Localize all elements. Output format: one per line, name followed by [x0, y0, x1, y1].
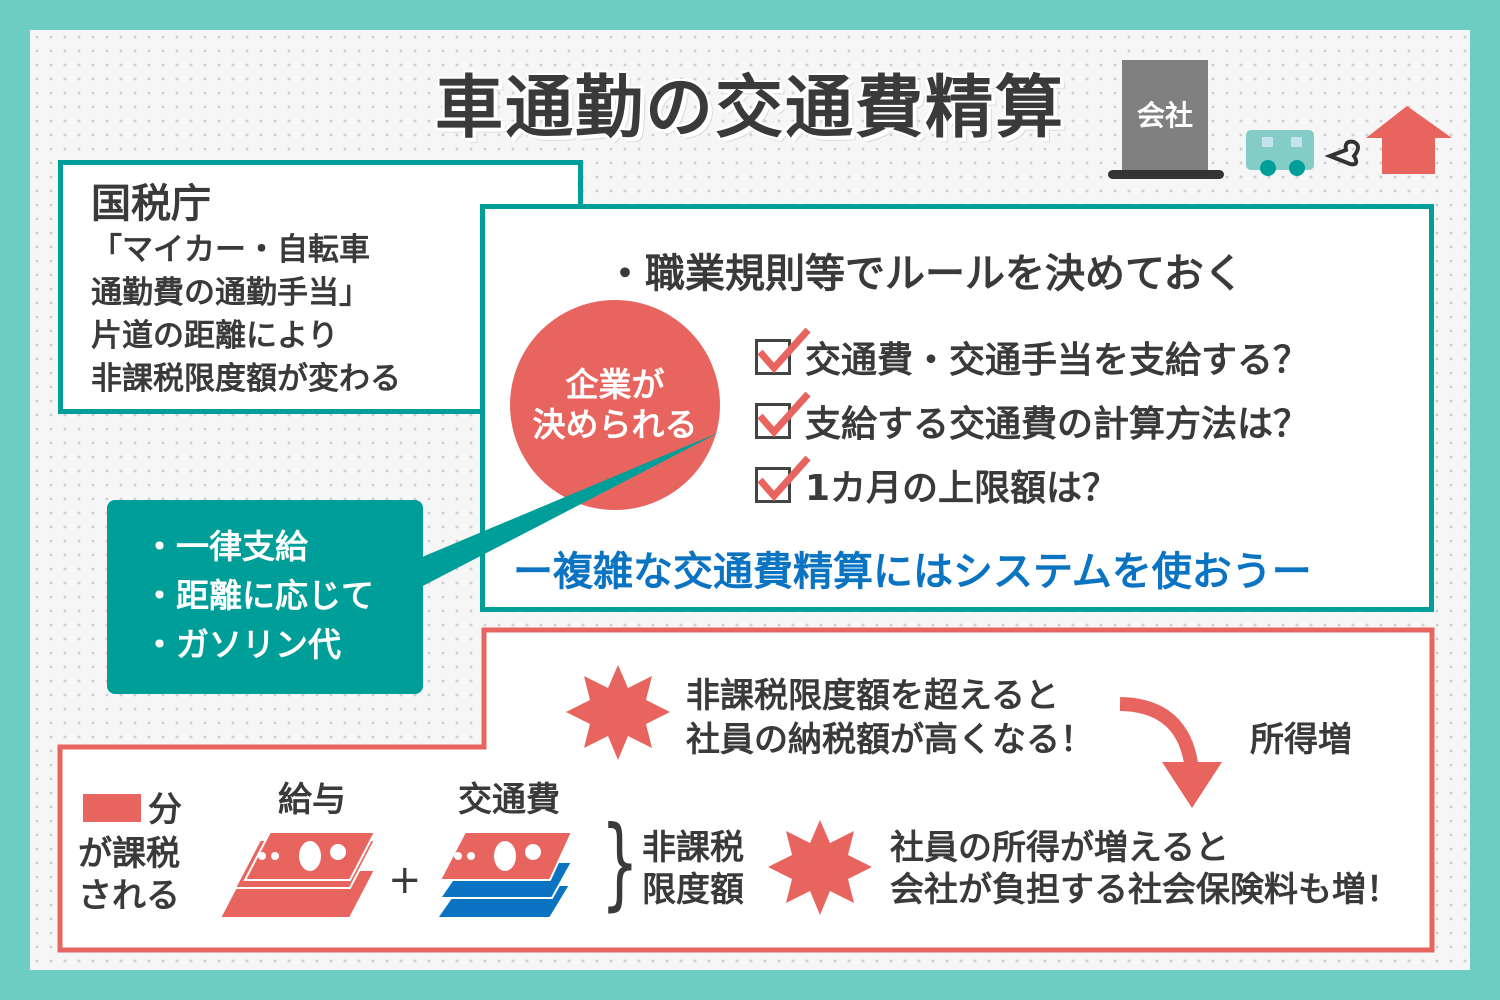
- nta-line: 「マイカー・自転車: [91, 232, 370, 268]
- car-to-home-icon: [1246, 106, 1452, 176]
- plus-sign: +: [388, 857, 422, 903]
- rules-heading: ・職業規則等でルールを決めておく: [605, 251, 1244, 297]
- legend-line: される: [78, 876, 180, 916]
- warning-burst-icon: [768, 820, 872, 915]
- checklist-item: 交通費・交通手当を支給する？: [755, 327, 1310, 383]
- brace: }: [600, 804, 639, 921]
- circle-line: 企業が: [565, 365, 665, 404]
- nta-heading: 国税庁: [91, 181, 211, 227]
- home-icon: [1366, 106, 1452, 174]
- warning1-line: 社員の納税額が高くなる！: [686, 720, 1094, 760]
- salary-label: 給与: [278, 780, 346, 820]
- company-building-icon: 会社: [1122, 60, 1208, 170]
- legend-line: が課税: [78, 834, 180, 874]
- page-title: 車通勤の交通費精算: [434, 69, 1065, 148]
- checklist-text: 1カ月の上限額は？: [805, 468, 1119, 509]
- company-decides-circle: 企業が 決められる: [510, 300, 720, 510]
- checklist-text: 交通費・交通手当を支給する？: [805, 340, 1310, 381]
- nta-line: 通勤費の通勤手当」: [91, 275, 370, 311]
- warning2-line: 社員の所得が増えると: [890, 828, 1229, 868]
- method-item: ・距離に応じて: [143, 576, 374, 615]
- checklist-text: 支給する交通費の計算方法は？: [805, 404, 1310, 445]
- commute-label: 交通費: [458, 780, 560, 820]
- nontax-line: 非課税: [642, 828, 744, 868]
- warning1-line: 非課税限度額を超えると: [686, 676, 1059, 716]
- company-label: 会社: [1136, 99, 1193, 132]
- circle-line: 決められる: [532, 405, 698, 444]
- checklist-item: 支給する交通費の計算方法は？: [755, 391, 1310, 447]
- method-item: ・ガソリン代: [143, 625, 341, 664]
- income-up-label: 所得増: [1250, 720, 1352, 760]
- warning-burst-icon: [566, 665, 670, 760]
- methods-box: ・一律支給 ・距離に応じて ・ガソリン代: [107, 500, 423, 694]
- nta-line: 片道の距離により: [91, 318, 339, 354]
- checked-box-icon: [755, 455, 811, 503]
- ground-line: [1108, 170, 1224, 179]
- warning2-line: 会社が負担する社会保険料も増！: [890, 870, 1400, 910]
- checked-box-icon: [755, 391, 811, 439]
- slogan: ー複雑な交通費精算にはシステムを使おうー: [513, 549, 1312, 595]
- salary-bills-icon: [218, 831, 377, 919]
- red-legend-swatch: [83, 794, 141, 822]
- nontax-line: 限度額: [642, 870, 744, 910]
- commute-bills-icon: [435, 831, 574, 919]
- checked-box-icon: [755, 327, 811, 375]
- checklist-item: 1カ月の上限額は？: [755, 455, 1119, 511]
- legend-suffix: 分: [148, 790, 182, 830]
- exhaust-icon: [1324, 139, 1360, 167]
- curved-arrow-icon: [1119, 697, 1199, 771]
- method-item: ・一律支給: [143, 527, 308, 566]
- nta-line: 非課税限度額が変わる: [91, 361, 401, 397]
